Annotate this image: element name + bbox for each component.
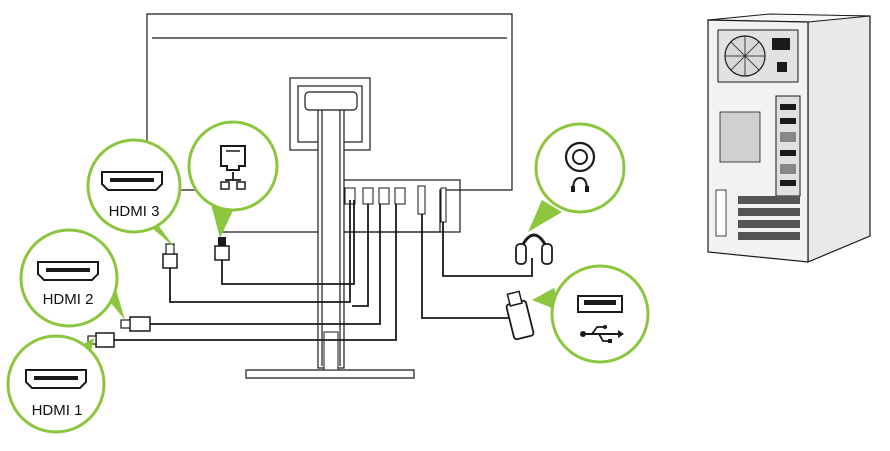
- desktop-tower-icon: [707, 13, 871, 263]
- ethernet-port-icon: [220, 145, 246, 190]
- hdmi-port-icon: [101, 171, 163, 191]
- ethernet-plug: [214, 237, 230, 261]
- cables: [112, 200, 533, 341]
- hdmi3-label: HDMI 3: [109, 203, 160, 220]
- monitor-port-panel: [344, 185, 447, 223]
- ethernet-callout: [187, 120, 279, 238]
- hdmi1-callout: HDMI 1: [6, 334, 106, 434]
- hdmi2-callout: HDMI 2: [19, 228, 125, 328]
- usb-drive-icon: [505, 290, 535, 341]
- audio-callout: [528, 122, 626, 232]
- hdmi1-label: HDMI 1: [32, 402, 83, 419]
- usb-callout: [532, 264, 650, 364]
- headphone-jack-icon: [564, 141, 596, 192]
- hdmi3-plug: [162, 243, 178, 269]
- hdmi-port-icon: [37, 261, 99, 281]
- hdmi2-label: HDMI 2: [43, 291, 94, 308]
- hdmi2-plug: [120, 316, 151, 332]
- hdmi-port-icon: [25, 369, 87, 389]
- headphones-icon: [515, 233, 553, 265]
- usb-port-icon: [577, 295, 624, 343]
- hdmi3-callout: HDMI 3: [86, 138, 182, 248]
- monitor-rear-icon: [146, 13, 513, 379]
